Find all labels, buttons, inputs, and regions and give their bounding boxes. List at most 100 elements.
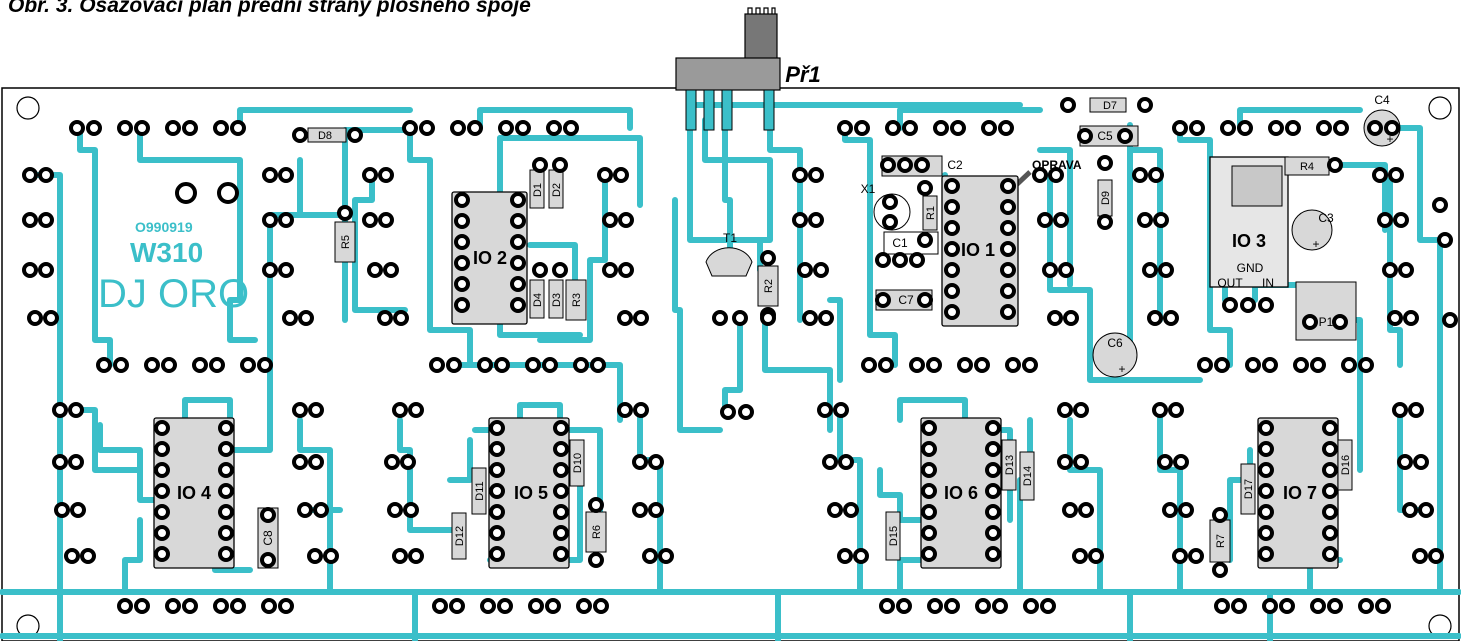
- solder-pad: [553, 504, 569, 520]
- solder-pad: [52, 402, 68, 418]
- solder-pad: [909, 252, 925, 268]
- diode-d1: D1: [529, 169, 545, 209]
- solder-pad: [1398, 262, 1414, 278]
- solder-pad: [260, 552, 276, 568]
- solder-pad: [532, 262, 548, 278]
- solder-pad: [362, 212, 378, 228]
- solder-pad: [22, 262, 38, 278]
- svg-text:P1: P1: [1319, 315, 1334, 329]
- svg-text:D16: D16: [1340, 455, 1352, 475]
- solder-pad: [1137, 212, 1153, 228]
- diode-d17: D17: [1240, 463, 1256, 515]
- solder-pad: [1316, 120, 1332, 136]
- solder-pad: [875, 292, 891, 308]
- solder-pad: [632, 502, 648, 518]
- solder-pad: [1000, 283, 1016, 299]
- solder-pad: [1322, 420, 1338, 436]
- solder-pad: [1097, 155, 1113, 171]
- solder-pad: [96, 357, 112, 373]
- solder-pad: [1333, 120, 1349, 136]
- solder-pad: [944, 283, 960, 299]
- solder-pad: [278, 212, 294, 228]
- solder-pad: [593, 598, 609, 614]
- solder-pad: [86, 120, 102, 136]
- solder-pad: [1268, 120, 1284, 136]
- solder-pad: [933, 120, 949, 136]
- solder-pad: [400, 454, 416, 470]
- regulator-pin-gnd: GND: [1237, 261, 1264, 275]
- solder-pad: [218, 546, 234, 562]
- solder-pad: [218, 420, 234, 436]
- mounting-hole: [1428, 96, 1452, 120]
- solder-pad: [292, 454, 308, 470]
- solder-pad: [378, 212, 394, 228]
- ic-label: IO 6: [944, 483, 978, 503]
- solder-pad: [292, 402, 308, 418]
- solder-pad: [1408, 402, 1424, 418]
- solder-pad: [950, 120, 966, 136]
- solder-pad: [494, 357, 510, 373]
- solder-pad: [113, 357, 129, 373]
- resistors: R1 R2 R3 R4 R5 R6 R7: [334, 156, 1330, 563]
- solder-pad: [1322, 504, 1338, 520]
- solder-pad: [403, 502, 419, 518]
- solder-pad: [510, 297, 526, 313]
- solder-pad: [590, 357, 606, 373]
- ic-io4: IO 4: [153, 417, 235, 569]
- solder-pad: [1042, 262, 1058, 278]
- solder-pad: [1262, 357, 1278, 373]
- solder-pad: [1157, 454, 1173, 470]
- solder-pad: [1437, 232, 1453, 248]
- solder-pad: [843, 502, 859, 518]
- board-code: O990919: [135, 219, 193, 235]
- solder-pad: [38, 212, 54, 228]
- solder-pad: [323, 548, 339, 564]
- solder-pad: [1240, 297, 1256, 313]
- solder-pad: [1322, 546, 1338, 562]
- solder-pad: [974, 357, 990, 373]
- switch-pr1: Př1: [675, 7, 821, 131]
- solder-pad: [837, 120, 853, 136]
- resistor-r3: R3: [565, 279, 587, 321]
- resistor-r4: R4: [1284, 156, 1330, 176]
- solder-pad: [1214, 598, 1230, 614]
- solder-pad: [489, 525, 505, 541]
- solder-pad: [43, 310, 59, 326]
- svg-text:D1: D1: [532, 183, 544, 197]
- solder-pad: [213, 120, 229, 136]
- solder-pad: [1279, 598, 1295, 614]
- solder-pad: [117, 120, 133, 136]
- solder-pad: [384, 454, 400, 470]
- solder-pad: [175, 182, 197, 204]
- solder-pad: [633, 402, 649, 418]
- solder-pad: [985, 525, 1001, 541]
- solder-pad: [1393, 212, 1409, 228]
- solder-pad: [1132, 167, 1148, 183]
- solder-pad: [378, 167, 394, 183]
- solder-pad: [642, 548, 658, 564]
- solder-pad: [446, 357, 462, 373]
- solder-pad: [454, 192, 470, 208]
- solder-pad: [1060, 97, 1076, 113]
- solder-pad: [1073, 402, 1089, 418]
- solder-pad: [1293, 357, 1309, 373]
- solder-pad: [992, 598, 1008, 614]
- solder-pad: [383, 262, 399, 278]
- solder-pad: [1168, 402, 1184, 418]
- solder-pad: [1382, 262, 1398, 278]
- ic-body: [920, 417, 1002, 569]
- solder-pad: [402, 120, 418, 136]
- solder-pad: [1097, 214, 1113, 230]
- solder-pad: [1005, 357, 1021, 373]
- solder-pad: [944, 199, 960, 215]
- solder-pad: [308, 402, 324, 418]
- solder-pad: [70, 502, 86, 518]
- solder-pad: [1327, 598, 1343, 614]
- solder-pad: [1442, 312, 1458, 328]
- solder-pad: [510, 234, 526, 250]
- solder-pad: [480, 598, 496, 614]
- ic-io1: IO 1: [941, 175, 1019, 327]
- solder-pad: [838, 454, 854, 470]
- solder-pad: [1022, 357, 1038, 373]
- solder-pad: [588, 552, 604, 568]
